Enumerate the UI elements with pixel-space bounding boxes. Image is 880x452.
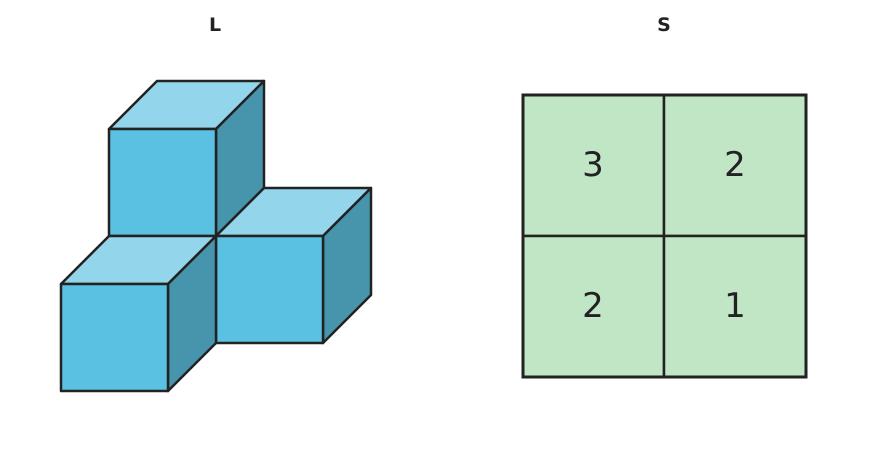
- cube-stack: [59, 79, 373, 393]
- grid-cell-value: 2: [724, 145, 746, 185]
- left-panel-label: L: [208, 14, 222, 36]
- grid-cell-value: 3: [582, 145, 604, 185]
- grid-cell-value: 2: [582, 286, 604, 326]
- cube-top-back: [107, 79, 266, 238]
- grid-cell: [662, 234, 808, 379]
- cube-right: [214, 186, 373, 345]
- cube-face-front: [214, 234, 325, 345]
- grid-cell: [521, 234, 666, 379]
- cube-front-left: [59, 234, 218, 393]
- grid-cell-value: 1: [724, 286, 746, 326]
- cube-face-front: [107, 127, 218, 238]
- right-panel-label: S: [657, 14, 671, 36]
- cube-face-front: [59, 282, 170, 393]
- count-grid: 3 2 2 1: [521, 93, 808, 379]
- grid-border: [521, 93, 808, 379]
